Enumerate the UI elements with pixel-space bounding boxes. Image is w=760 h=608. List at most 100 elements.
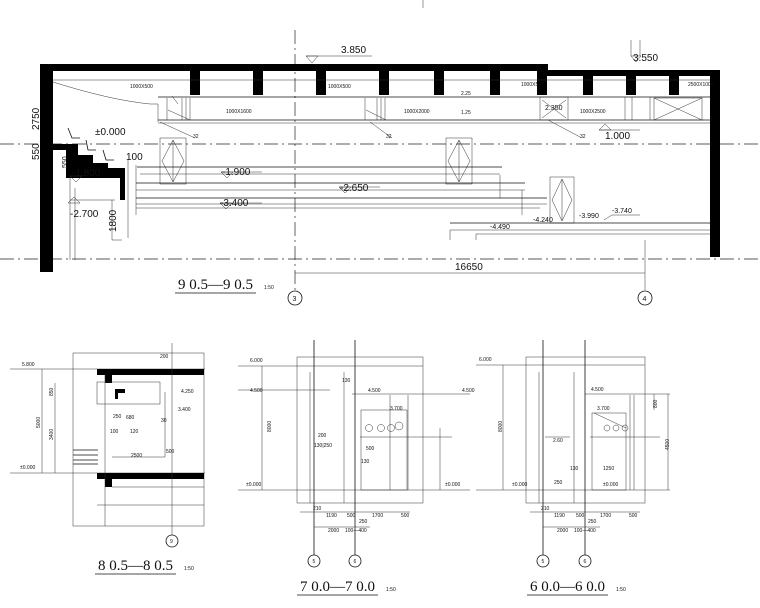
dim-500b: 500: [401, 513, 410, 519]
elevation-4500: 4.500: [250, 388, 263, 394]
elevation-minus-3400: -3.400: [220, 198, 249, 209]
dim-130: 130: [342, 378, 351, 384]
axis-label-6: 6: [354, 559, 357, 565]
section-6-title: 6 0.0—6 0.0: [530, 579, 605, 595]
elevation-5800: 5.800: [22, 362, 35, 368]
duct-label: 2500X1000: [688, 82, 714, 88]
elevation-4500: 4.500: [462, 388, 475, 394]
dim-100-400: 100—400: [574, 528, 596, 534]
dim-100: 100: [110, 429, 119, 435]
elevation-minus-3990: -3.990: [579, 213, 599, 220]
dim-500: 500: [576, 513, 585, 519]
slope-label: 32: [386, 134, 392, 140]
dim-1250: 1250: [603, 466, 614, 472]
axis-label-5: 5: [542, 559, 545, 565]
dim-1800: 1800: [108, 209, 119, 232]
dim-850: 850: [49, 387, 55, 396]
dim-2000: 2000: [328, 528, 339, 534]
elevation-4500: 4.500: [368, 388, 381, 394]
pipe-icons: [365, 421, 404, 432]
roof-slab: [40, 64, 548, 71]
elevation-3400: 3.400: [178, 407, 191, 413]
section-8-drawing: 5.800 ±0.000 5000 3400 850 200 4.250 3.4…: [10, 343, 205, 575]
axis-bubble-4: [637, 290, 653, 306]
elevation-3550: 3.550: [633, 53, 658, 64]
section-6-drawing: 6.000 4.500 3.700 ±0.000 ±0.000 8000 450…: [476, 340, 671, 596]
axis-bubble-6: [348, 554, 362, 568]
elevation-minus-2650: -2.650: [340, 183, 369, 194]
seat-icons: [67, 127, 114, 161]
elevation-0000: ±0.000: [95, 127, 126, 138]
seating-steps: [135, 165, 710, 240]
level-label: 1.25: [461, 110, 471, 116]
dim-250: 250: [113, 414, 122, 420]
axis-bubble-5: [536, 554, 550, 568]
elevation-0000: ±0.000: [445, 482, 460, 488]
axis-label-5: 5: [313, 559, 316, 565]
dim-3400: 3400: [49, 429, 55, 440]
elevation-0000: ±0.000: [512, 482, 527, 488]
elevation-markers: [67, 40, 642, 221]
elevation-4250: 4.250: [181, 389, 194, 395]
slab: [97, 473, 204, 479]
dim-2500: 2500: [131, 453, 142, 459]
elevation-0000b: ±0.000: [603, 482, 618, 488]
left-wall: [40, 64, 53, 272]
elevation-minus-3740: -3.740: [612, 208, 632, 215]
right-wall: [710, 70, 720, 257]
elevation-3700: 3.700: [597, 406, 610, 412]
dim-8000: 8000: [267, 421, 273, 432]
slope-label: 32: [580, 134, 586, 140]
section-8-title: 8 0.5—8 0.5: [98, 558, 173, 574]
duct-label: 1000X5: [521, 82, 538, 88]
dim-500: 500: [166, 449, 175, 455]
beams: [190, 64, 679, 95]
dim-250: 250: [554, 480, 563, 486]
section-7-drawing: 6.000 4.500 4.500 4.500 ±0.000 ±0.000 80…: [238, 340, 475, 596]
axis-bubble-3: [287, 290, 303, 306]
axis-bubble-5: [307, 554, 321, 568]
elevation-3850: 3.850: [341, 45, 366, 56]
dim-30: 30: [161, 418, 167, 424]
dim-120: 120: [130, 429, 139, 435]
section-9-scale: 1:50: [264, 285, 274, 291]
duct-label: 1000X500: [130, 84, 153, 90]
dim-2000: 2000: [557, 528, 568, 534]
dim-left-2750: 2750: [31, 107, 42, 130]
dim-200: 200: [160, 354, 169, 360]
dim-500: 500: [366, 446, 375, 452]
section-9-title: 9 0.5—9 0.5: [178, 277, 253, 293]
section-9-drawing: 3.850 3.550 ±0.000 -1.800 -1.900 -2.650 …: [0, 0, 760, 306]
elevation-2350: 2.350: [545, 105, 563, 112]
axis-label-9: 9: [170, 539, 173, 545]
section-6-scale: 1:50: [616, 587, 626, 593]
axis-bubble-6: [578, 554, 592, 568]
elevation-minus-1800: -1.800: [72, 168, 101, 179]
duct-label: 1000X2500: [580, 109, 606, 115]
duct-label: 1000X500: [328, 84, 351, 90]
dim-1190: 1190: [326, 513, 337, 519]
slab: [97, 369, 204, 375]
pipe-icons: [603, 424, 629, 432]
axis-label-3: 3: [293, 296, 297, 303]
dim-5000: 5000: [36, 417, 42, 428]
elevation-0000: ±0.000: [20, 465, 35, 471]
elevation-1000: 1.000: [605, 131, 630, 142]
axis-bubble-9: [165, 534, 179, 548]
dim-1190: 1190: [554, 513, 565, 519]
section-7-scale: 1:50: [386, 587, 396, 593]
elevation-minus-4490: -4.490: [490, 224, 510, 231]
dim-100-400: 100—400: [345, 528, 367, 534]
dim-680: 680: [126, 415, 135, 421]
elevation-6000: 6.000: [479, 357, 492, 363]
elevation-minus-1900: -1.900: [222, 167, 251, 178]
section-7-title: 7 0.0—7 0.0: [300, 579, 375, 595]
dim-210: 210: [313, 506, 322, 512]
elevation-6000: 6.000: [250, 358, 263, 364]
dim-4500: 4500: [665, 439, 671, 450]
diffuser-icons: [159, 137, 575, 224]
level-label: 2.25: [461, 91, 471, 97]
duct-label: 1000X1600: [226, 109, 252, 115]
dim-left-550: 550: [31, 143, 42, 160]
